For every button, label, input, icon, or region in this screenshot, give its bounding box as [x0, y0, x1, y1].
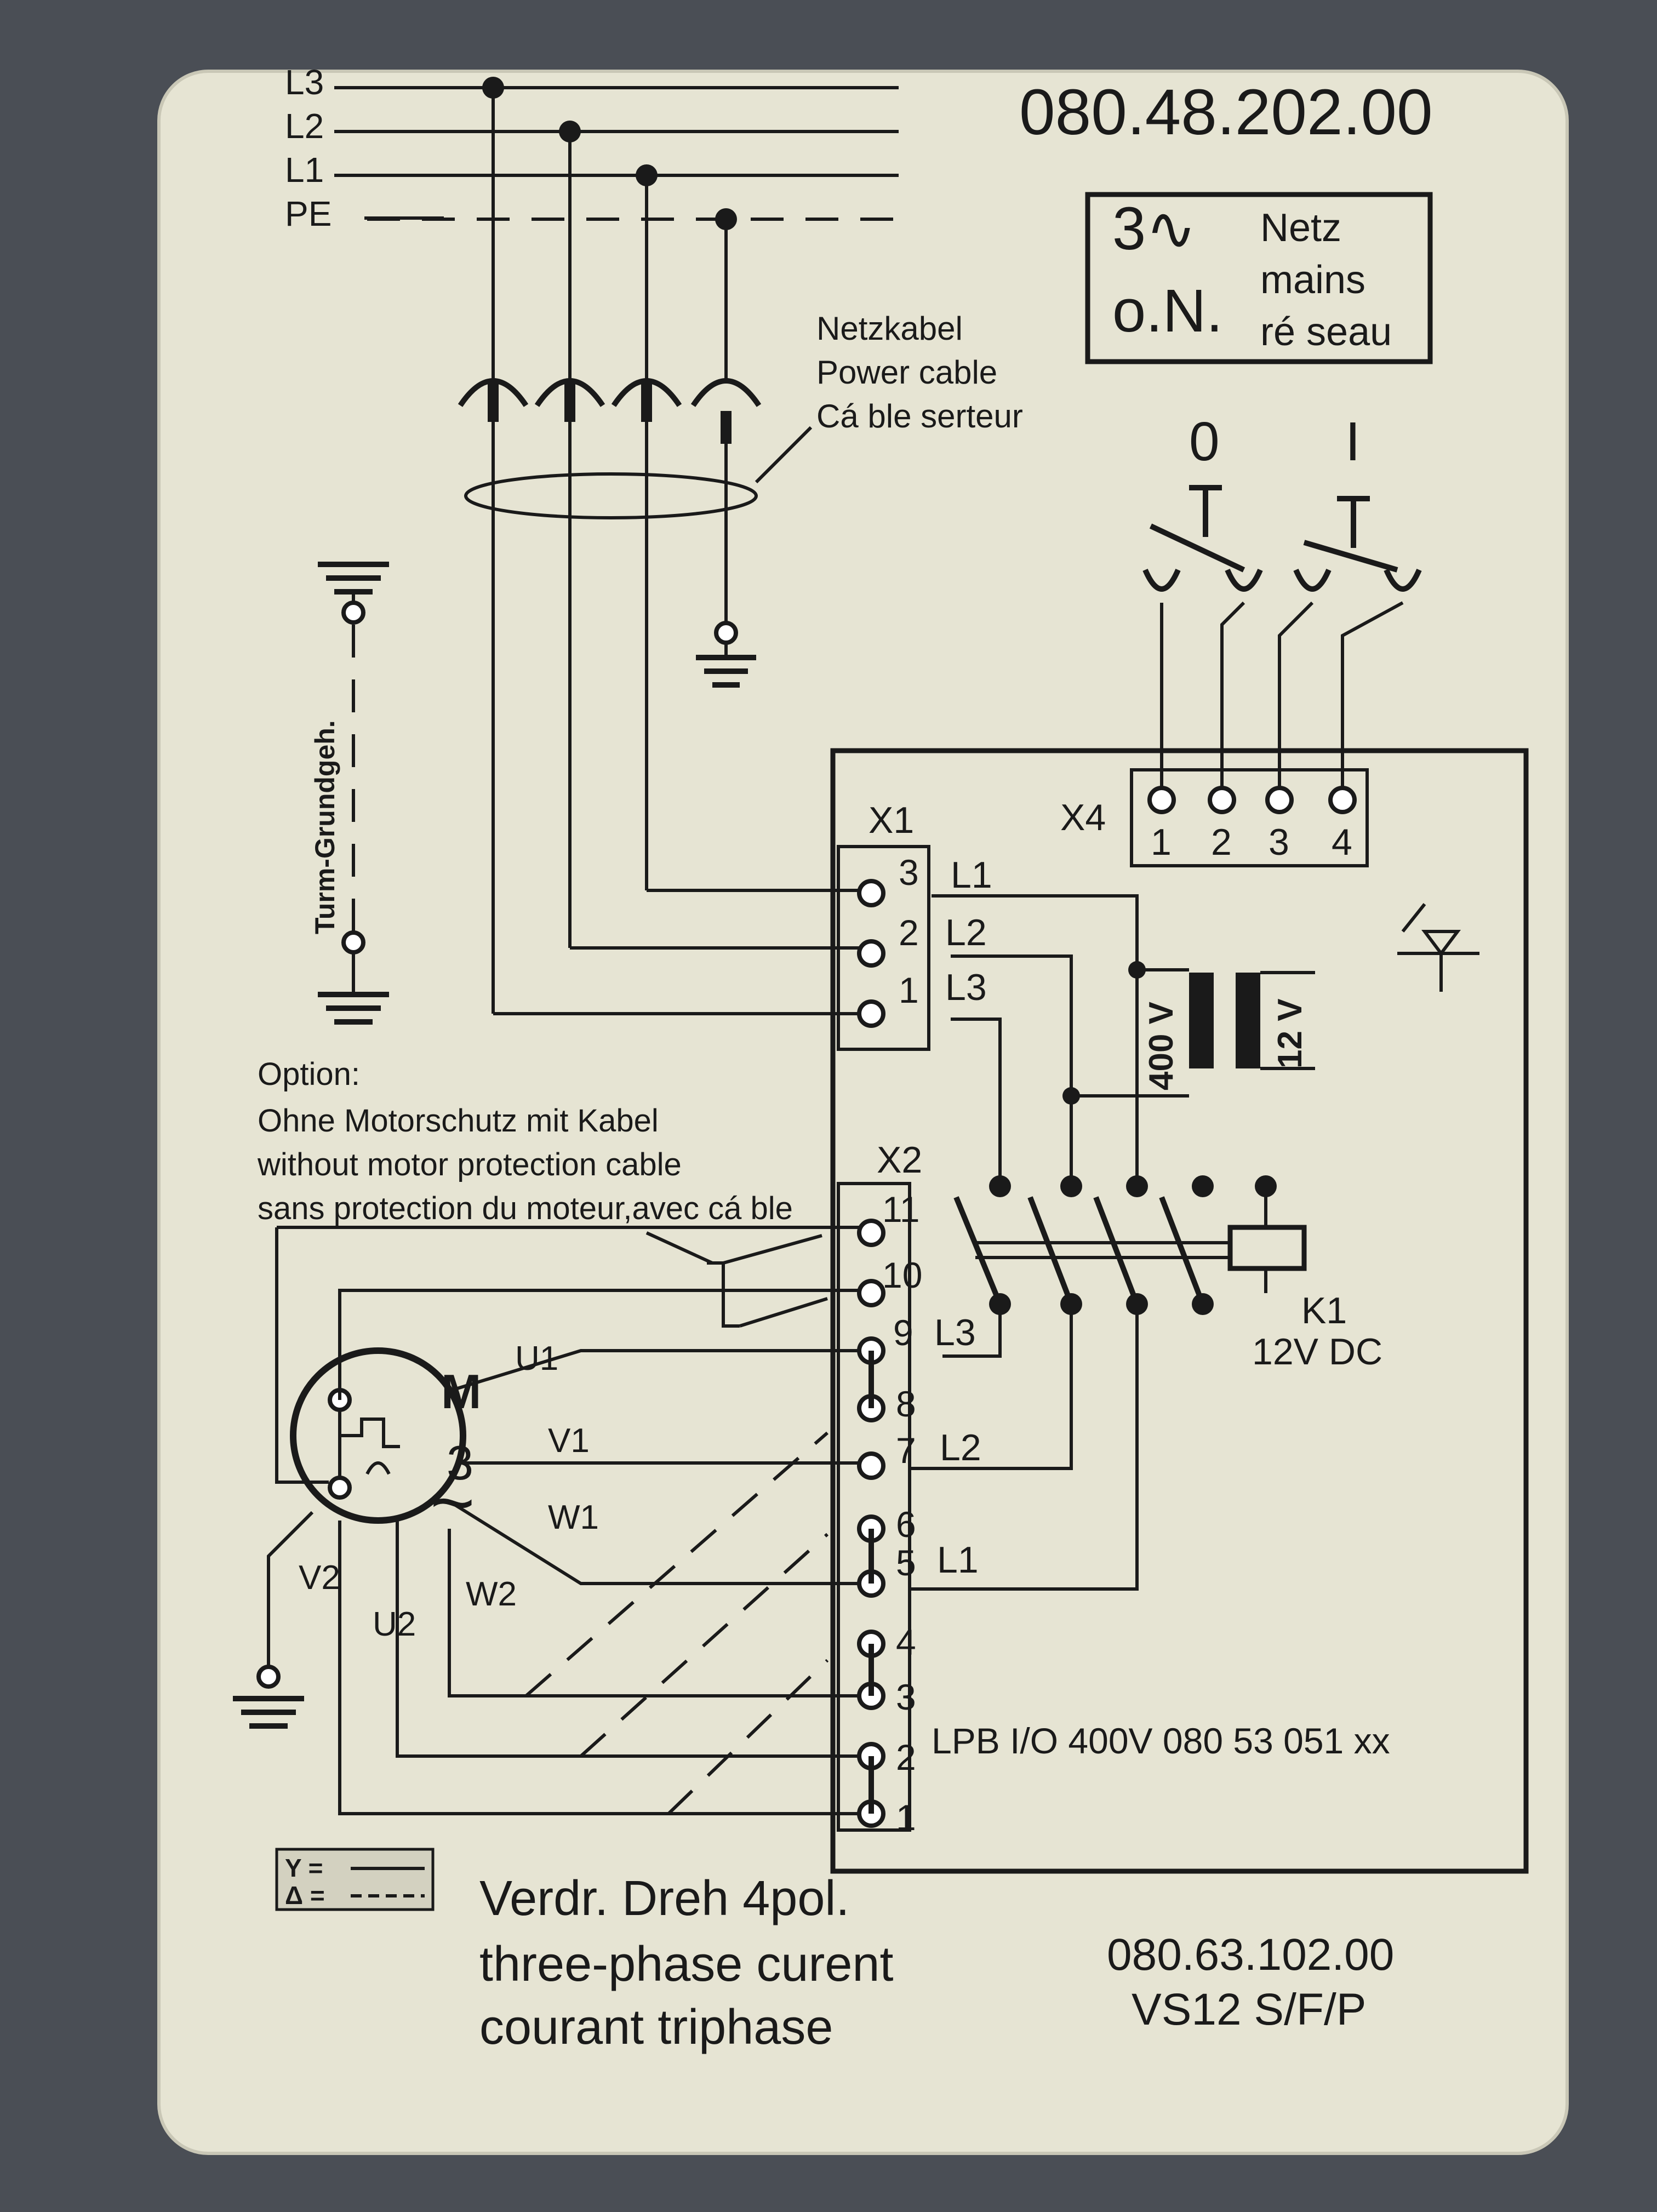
- x2-pin-11: 11: [882, 1189, 920, 1230]
- option-line-de: Ohne Motorschutz mit Kabel: [258, 1103, 659, 1139]
- x4-label: X4: [1060, 797, 1106, 838]
- switch-group: 0 I: [1142, 411, 1422, 789]
- x2-pin-4: 4: [896, 1622, 916, 1662]
- motor-terminal-v1: V1: [548, 1422, 590, 1460]
- tower-ground: Turm-Grundgeh.: [310, 562, 389, 1025]
- supply-box: 3∿ o.N. Netz mains ré seau: [1085, 192, 1433, 364]
- x2-pin-2: 2: [896, 1737, 916, 1777]
- mains-label-l1: L1: [285, 150, 324, 190]
- x1-phase-l3: L3: [945, 967, 987, 1008]
- relay-name: K1: [1301, 1290, 1347, 1331]
- motor-terminal-w2: W2: [466, 1575, 517, 1613]
- legend-star: Y =: [285, 1854, 323, 1882]
- footer-desc-fr: courant triphase: [479, 2000, 833, 2055]
- mains-label-l3: L3: [285, 62, 324, 102]
- x1-label: X1: [869, 799, 914, 841]
- label-plate: [157, 70, 1569, 2155]
- mains-label: mains: [1260, 258, 1365, 302]
- motor-terminal-u1: U1: [515, 1340, 558, 1378]
- x2-pin-10: 10: [882, 1255, 922, 1295]
- winding-legend: Y = Δ =: [275, 1848, 435, 1911]
- supply-code: o.N.: [1112, 277, 1223, 345]
- x1-pin-3: 3: [899, 852, 919, 893]
- plug-drops: [458, 88, 813, 1014]
- mains-lines: L3 L2 L1 PE: [285, 62, 899, 233]
- x1-pin-2: 2: [899, 912, 919, 953]
- motor-terminal-v2: V2: [299, 1559, 340, 1597]
- power-cable-label-en: Power cable: [816, 354, 997, 391]
- connector-x4: X4 1 2 3 4: [1060, 768, 1369, 867]
- footer-desc-de: Verdr. Dreh 4pol.: [479, 1871, 849, 1926]
- option-line-fr: sans protection du moteur,avec cá ble: [258, 1191, 793, 1226]
- mains-label-l2: L2: [285, 106, 324, 146]
- footer-desc-en: three-phase curent: [479, 1937, 893, 1992]
- tower-label: Turm-Grundgeh.: [310, 720, 340, 934]
- part-number: 080.48.202.00: [1019, 76, 1433, 148]
- mains-label-pe: PE: [285, 194, 332, 233]
- internal-wiring: 400 V 12 V K1 12V DC: [910, 894, 1382, 1591]
- x2-phase-l1: L1: [937, 1539, 979, 1581]
- netz-label: Netz: [1260, 206, 1341, 250]
- diode-symbol: [1397, 903, 1479, 992]
- connector-x2: X2 11 10 9 8 7 6 5 4 3 2 1 L3 L2 L1: [837, 1139, 981, 1838]
- control-board: [830, 748, 1529, 1874]
- x2-pin-3: 3: [896, 1677, 916, 1717]
- x4-pin-2: 2: [1211, 821, 1232, 863]
- x1-pin-1: 1: [899, 970, 919, 1010]
- x2-pin-9: 9: [893, 1312, 913, 1353]
- connector-x1: X1 3 2 1 L1 L2 L3: [493, 799, 992, 1051]
- x2-phase-l2: L2: [940, 1427, 981, 1468]
- legend-delta: Δ =: [285, 1881, 325, 1910]
- footer-model: VS12 S/F/P: [1132, 1985, 1366, 2034]
- x4-pin-4: 4: [1332, 821, 1352, 863]
- option-line-en: without motor protection cable: [257, 1147, 682, 1182]
- motor: M 3 ~ U1 V1 W1 V2 U2 W2: [233, 1226, 860, 1815]
- supply-symbol: 3∿: [1112, 195, 1196, 262]
- x2-pin-1: 1: [896, 1797, 916, 1838]
- x4-pin-1: 1: [1151, 821, 1172, 863]
- motor-terminal-u2: U2: [373, 1605, 416, 1643]
- power-cable-label-de: Netzkabel: [816, 310, 963, 347]
- option-title: Option:: [258, 1056, 360, 1092]
- relay-rating: 12V DC: [1252, 1331, 1382, 1373]
- switch-off-label: 0: [1189, 411, 1220, 472]
- x2-pin-6: 6: [896, 1504, 916, 1545]
- footer-ref-number: 080.63.102.00: [1107, 1930, 1394, 1980]
- motor-terminal-w1: W1: [548, 1499, 599, 1536]
- reseau-label: ré seau: [1260, 310, 1392, 354]
- switch-on-label: I: [1345, 411, 1361, 472]
- transformer-secondary: 12 V: [1271, 998, 1309, 1068]
- transformer-primary: 400 V: [1142, 1002, 1180, 1090]
- x2-pin-5: 5: [896, 1542, 916, 1583]
- x1-phase-l1: L1: [951, 854, 992, 896]
- x2-pin-7: 7: [896, 1430, 916, 1471]
- power-cable-label-fr: Cá ble serteur: [816, 398, 1023, 435]
- board-label: LPB I/O 400V 080 53 051 xx: [932, 1721, 1390, 1761]
- x2-label: X2: [877, 1139, 922, 1181]
- x2-phase-l3: L3: [934, 1312, 976, 1353]
- x1-phase-l2: L2: [945, 912, 987, 953]
- x2-pin-8: 8: [896, 1384, 916, 1424]
- x4-pin-3: 3: [1269, 821, 1289, 863]
